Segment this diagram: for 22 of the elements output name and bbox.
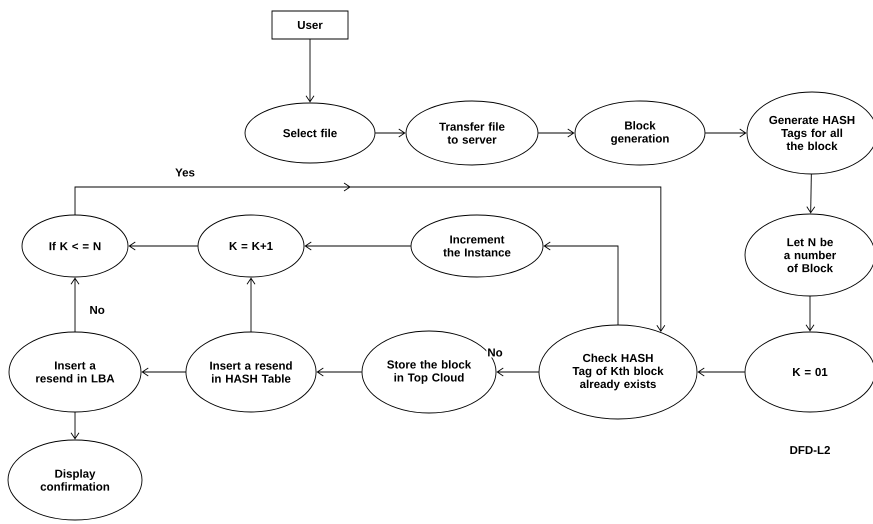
arrow xyxy=(128,242,198,250)
arrow xyxy=(141,368,186,376)
arrow xyxy=(806,296,814,332)
arrow xyxy=(316,368,362,376)
arrow xyxy=(70,277,80,332)
arrow xyxy=(74,182,666,332)
arrow xyxy=(705,128,747,138)
arrow xyxy=(496,368,539,376)
arrow xyxy=(304,242,411,250)
edge-label: No xyxy=(486,348,504,358)
diagram-label: DFD-L2 xyxy=(790,446,830,454)
arrow xyxy=(543,242,618,325)
edge-label: No xyxy=(88,304,106,315)
arrow xyxy=(70,412,80,440)
arrow xyxy=(246,277,256,332)
arrow xyxy=(806,174,816,214)
arrow xyxy=(306,39,314,103)
arrow xyxy=(538,128,575,138)
arrow xyxy=(697,368,745,376)
edge-label: Yes xyxy=(174,168,196,178)
arrow xyxy=(375,128,406,138)
entity-box: User xyxy=(272,10,348,40)
